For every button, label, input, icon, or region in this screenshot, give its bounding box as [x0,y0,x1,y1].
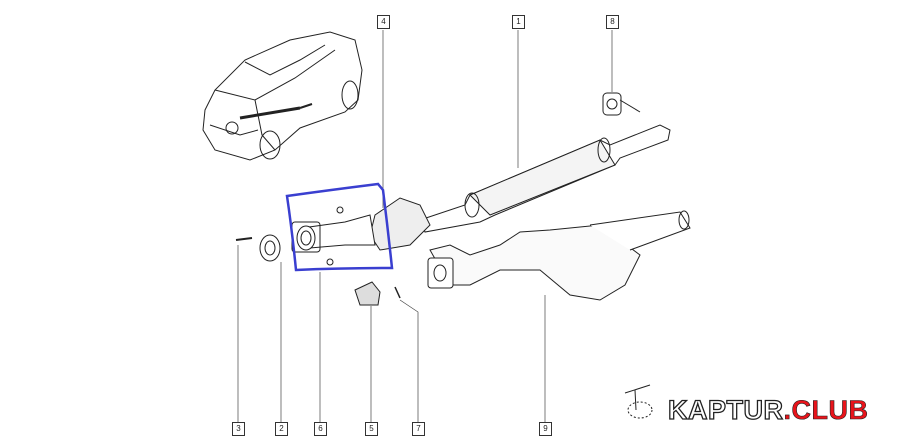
callout-2: 2 [275,422,288,436]
bracket [354,281,381,306]
car-illustration [202,31,363,161]
gasket [259,234,281,262]
watermark-suffix: .CLUB [783,395,869,426]
watermark-brand: KAPTUR [667,394,784,425]
callout-3: 3 [232,422,245,436]
front-pipe-converter [427,210,691,301]
callout-5: 5 [365,422,378,436]
callout-8: 8 [606,15,619,29]
bolt [394,286,401,299]
callout-6: 6 [314,422,327,436]
callout-4: 4 [377,15,390,29]
callout-7: 7 [412,422,425,436]
highlight-outline [285,182,394,272]
callout-9: 9 [539,422,552,436]
catalytic-converter [291,197,431,266]
stud [235,237,253,241]
leader-lines [237,30,613,422]
mounting-rubber [602,92,641,116]
rear-silencer [419,124,671,233]
kaptur-club-watermark: KAPTUR.CLUB [667,394,869,426]
callout-1: 1 [512,15,525,29]
